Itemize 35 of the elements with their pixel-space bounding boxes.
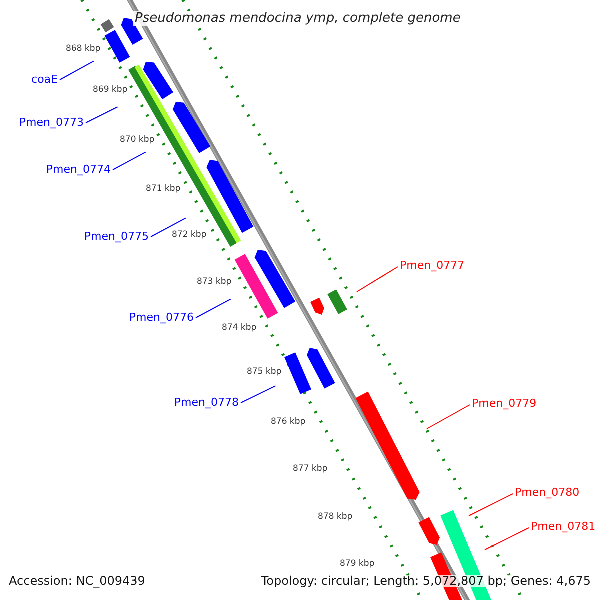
gene-label: Pmen_0776 [129,312,194,323]
leader-line [468,494,514,516]
scale-label: 870 kbp [120,136,155,144]
gene-label: Pmen_0781 [531,521,596,532]
gene-label: Pmen_0778 [174,397,239,408]
genome-info-text: Topology: circular; Length: 5,072,807 bp; Genes: 4,675 [261,575,591,587]
scale-label: 868 kbp [66,45,101,54]
leader-line [150,218,186,238]
scale-label: 878 kbp [318,513,353,522]
leader-line [112,152,146,170]
scale-label: 876 kbp [271,418,306,426]
gene-label: Pmen_0775 [84,231,149,242]
leader-line [240,386,276,404]
gene-label: Pmen_0774 [46,164,111,175]
accession-text: Accession: NC_009439 [9,575,146,587]
leader-line [60,60,94,80]
leader-line [196,298,232,318]
title: Pseudomonas mendocina ymp, complete genome [133,11,463,26]
leader-line [426,404,470,430]
gene-label: coaE [32,74,58,85]
scale-label: 879 kbp [340,560,375,568]
gene-label: Pmen_0773 [19,117,84,128]
gene-label: Pmen_0779 [472,398,537,409]
scale-label: 872 kbp [172,231,207,240]
scale-label: 874 kbp [222,324,257,332]
gene-label: Pmen_0780 [515,487,580,498]
leader-line [86,106,118,124]
scale-label: 873 kbp [197,278,232,286]
scale-label: 875 kbp [247,368,282,376]
scale-label: 871 kbp [146,185,181,194]
leader-line [356,266,398,292]
scale-label: 877 kbp [293,465,328,474]
leader-line [484,528,530,550]
scale-label: 869 kbp [93,86,128,94]
gene-label: Pmen_0777 [400,260,465,271]
